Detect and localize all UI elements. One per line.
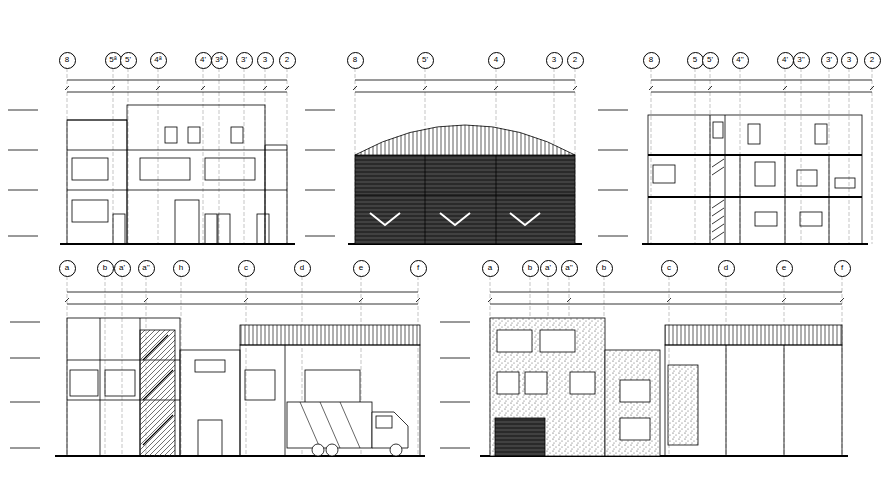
grid-bubble: 2	[864, 52, 881, 69]
grid-bubble: 3	[841, 52, 858, 69]
grid-label: 2	[573, 56, 577, 64]
grid-label: c	[244, 264, 248, 272]
grid-bubble: 3ª	[211, 52, 228, 69]
grid-label: 3''	[797, 56, 805, 64]
grid-label: 8	[649, 56, 653, 64]
grid-label: h	[179, 264, 183, 272]
grid-label: 4ª	[154, 56, 161, 64]
grid-bubble: b	[97, 260, 114, 277]
grid-label: 3	[263, 56, 267, 64]
grid-bubble: 5	[687, 52, 704, 69]
grid-label: 4'	[200, 56, 206, 64]
grid-label: c	[667, 264, 671, 272]
grid-bubble: d	[718, 260, 735, 277]
grid-label: 4''	[736, 56, 744, 64]
grid-label: 4'	[782, 56, 788, 64]
grid-label: 3	[847, 56, 851, 64]
grid-bubble: d	[294, 260, 311, 277]
grid-bubble: a	[59, 260, 76, 277]
grid-bubble: a''	[561, 260, 578, 277]
grid-bubble: 3'	[236, 52, 253, 69]
grid-bubble: h	[173, 260, 190, 277]
grid-bubble: b	[596, 260, 613, 277]
grid-label: 3ª	[215, 56, 222, 64]
grid-bubble: 5'	[702, 52, 719, 69]
grid-bubble: 2	[567, 52, 584, 69]
grid-bubble: 8	[643, 52, 660, 69]
grid-label: a'	[119, 264, 125, 272]
grid-bubble: 8	[347, 52, 364, 69]
grid-label: 5'	[125, 56, 131, 64]
grid-label: 5	[693, 56, 697, 64]
grid-label: 5ª	[109, 56, 116, 64]
grid-label: 3	[552, 56, 556, 64]
grid-label: 8	[65, 56, 69, 64]
grid-label: 8	[353, 56, 357, 64]
grid-bubble: 4''	[732, 52, 749, 69]
grid-bubble: 3'	[821, 52, 838, 69]
grid-label: b	[528, 264, 532, 272]
grid-bubble: f	[410, 260, 427, 277]
grid-label: 5'	[707, 56, 713, 64]
grid-bubble: 3	[546, 52, 563, 69]
grid-label: d	[724, 264, 728, 272]
grid-bubble: 5'	[120, 52, 137, 69]
grid-label: a''	[142, 264, 150, 272]
grid-bubble: a'	[540, 260, 557, 277]
grid-bubble: 4'	[195, 52, 212, 69]
grid-bubble: 4ª	[150, 52, 167, 69]
grid-bubble: 4	[488, 52, 505, 69]
grid-label: 3'	[826, 56, 832, 64]
grid-label: 2	[870, 56, 874, 64]
grid-bubble: 5'	[417, 52, 434, 69]
grid-label: 3'	[241, 56, 247, 64]
grid-label: 4	[494, 56, 498, 64]
grid-bubble: 8	[59, 52, 76, 69]
grid-bubble: 3''	[793, 52, 810, 69]
grid-bubble: e	[776, 260, 793, 277]
grid-bubble: c	[238, 260, 255, 277]
grid-bubble: c	[661, 260, 678, 277]
grid-bubble: b	[522, 260, 539, 277]
grid-bubble: 5ª	[105, 52, 122, 69]
grid-label: a	[488, 264, 492, 272]
grid-label: d	[300, 264, 304, 272]
grid-label: f	[841, 264, 843, 272]
grid-bubble: e	[353, 260, 370, 277]
grid-bubble: 4'	[777, 52, 794, 69]
grid-bubble: 2	[279, 52, 296, 69]
grid-label: 5'	[422, 56, 428, 64]
grid-bubble: f	[834, 260, 851, 277]
grid-label: f	[417, 264, 419, 272]
grid-bubble: a'	[114, 260, 131, 277]
grid-bubble: a	[482, 260, 499, 277]
grid-label: b	[103, 264, 107, 272]
grid-bubble: a''	[138, 260, 155, 277]
grid-label: e	[782, 264, 786, 272]
grid-label: a''	[565, 264, 573, 272]
grid-label: b	[602, 264, 606, 272]
grid-label: a	[65, 264, 69, 272]
grid-label: 2	[285, 56, 289, 64]
grid-label: e	[359, 264, 363, 272]
grid-label: a'	[545, 264, 551, 272]
grid-bubble: 3	[257, 52, 274, 69]
